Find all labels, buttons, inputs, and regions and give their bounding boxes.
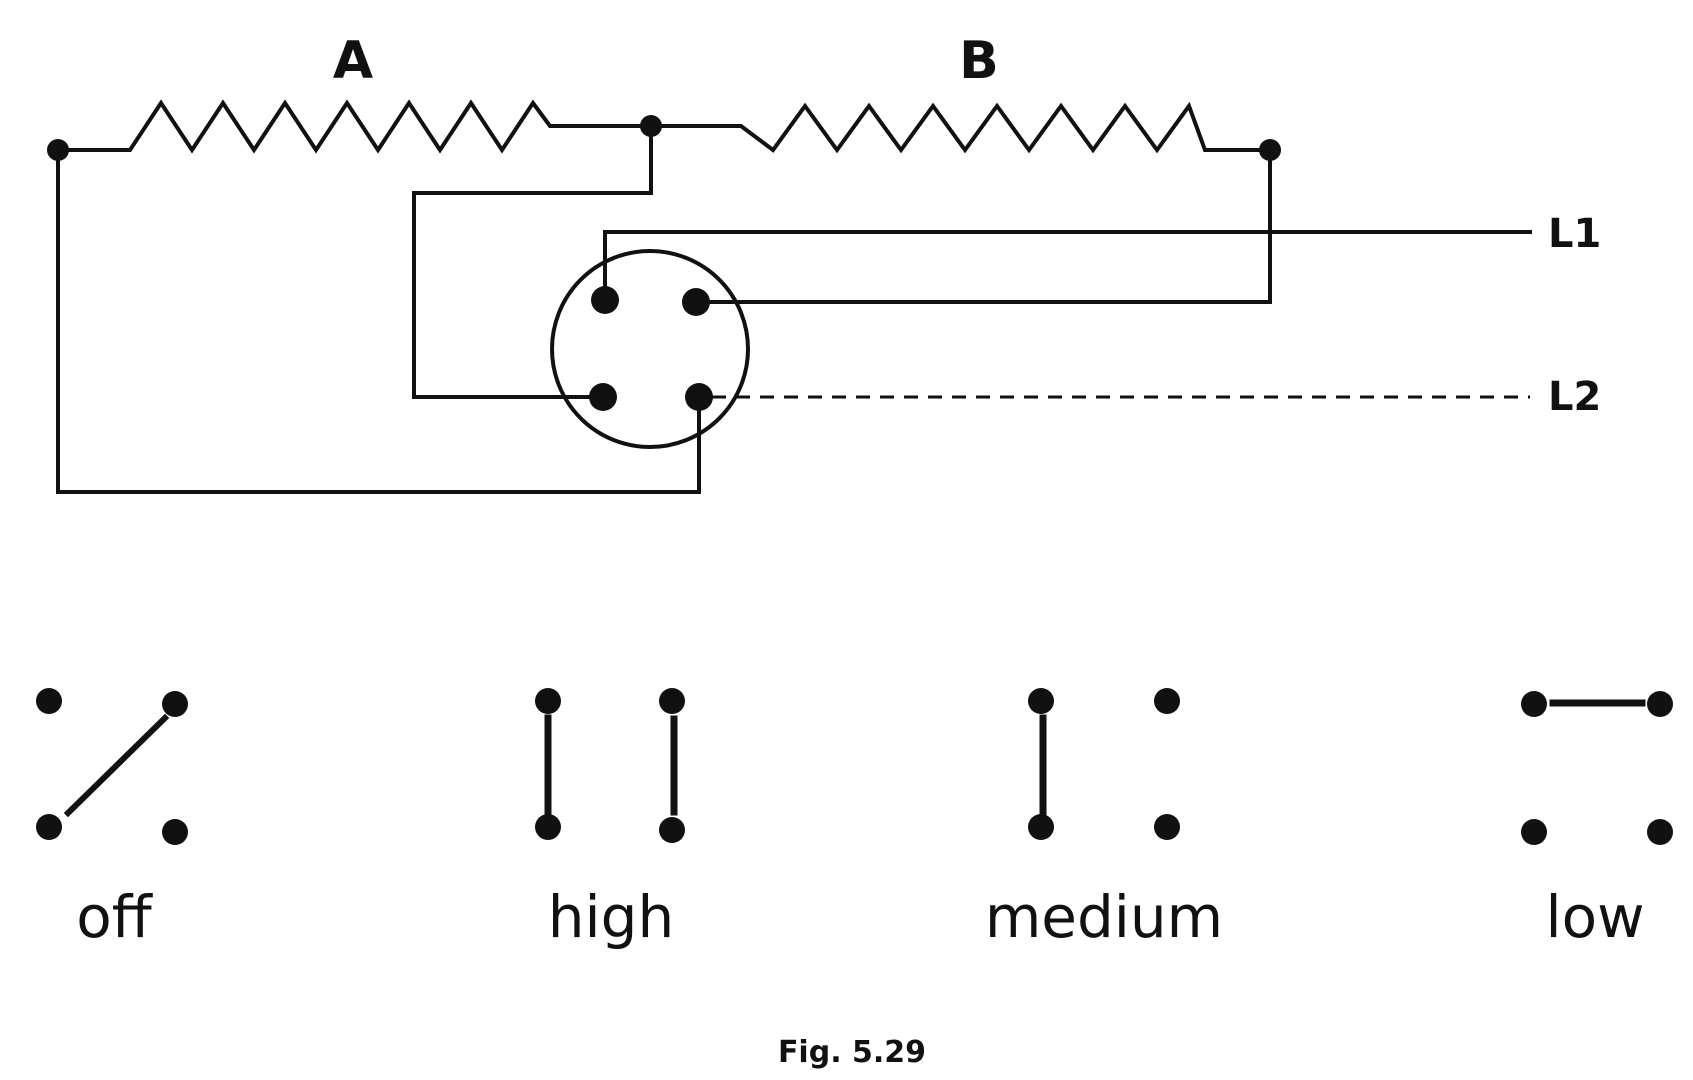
off-dot-bottom-left <box>36 814 62 840</box>
low-label: low <box>1545 883 1644 951</box>
wire-l1 <box>603 230 1532 302</box>
wire-middle-to-switch <box>412 124 653 399</box>
switch-terminal-bottom-left <box>589 383 617 411</box>
low-dot-top-right <box>1647 691 1673 717</box>
high-dot-bottom-left <box>535 814 561 840</box>
resistor-b <box>649 101 1272 154</box>
position-off: off <box>36 688 188 951</box>
position-high: high <box>535 688 685 951</box>
figure-caption: Fig. 5.29 <box>778 1035 926 1070</box>
low-dot-bottom-left <box>1521 819 1547 845</box>
high-dot-top-right <box>659 688 685 714</box>
high-label: high <box>548 883 674 951</box>
l2-label: L2 <box>1548 374 1601 420</box>
medium-label: medium <box>985 883 1223 951</box>
high-dot-top-left <box>535 688 561 714</box>
switch-terminal-top-left <box>591 286 619 314</box>
off-connection <box>63 713 170 818</box>
rotary-switch <box>550 249 750 449</box>
position-low: low <box>1521 691 1673 951</box>
wire-left-to-switch <box>56 148 701 494</box>
wire-right-to-switch <box>694 148 1272 304</box>
l1-label: L1 <box>1548 211 1601 257</box>
switch-terminal-top-right <box>682 288 710 316</box>
medium-dot-top-right <box>1154 688 1180 714</box>
off-label: off <box>76 883 153 951</box>
resistor-b-label: B <box>959 31 999 91</box>
low-dot-bottom-right <box>1647 819 1673 845</box>
high-dot-bottom-right <box>659 817 685 843</box>
medium-dot-bottom-right <box>1154 814 1180 840</box>
medium-dot-top-left <box>1028 688 1054 714</box>
resistor-a <box>56 99 653 154</box>
off-dot-bottom-right <box>162 819 188 845</box>
switch-terminal-bottom-right <box>685 383 713 411</box>
off-dot-top-right <box>162 691 188 717</box>
medium-dot-bottom-left <box>1028 814 1054 840</box>
resistor-a-label: A <box>333 31 373 91</box>
low-dot-top-left <box>1521 691 1547 717</box>
off-dot-top-left <box>36 688 62 714</box>
position-medium: medium <box>985 688 1223 951</box>
